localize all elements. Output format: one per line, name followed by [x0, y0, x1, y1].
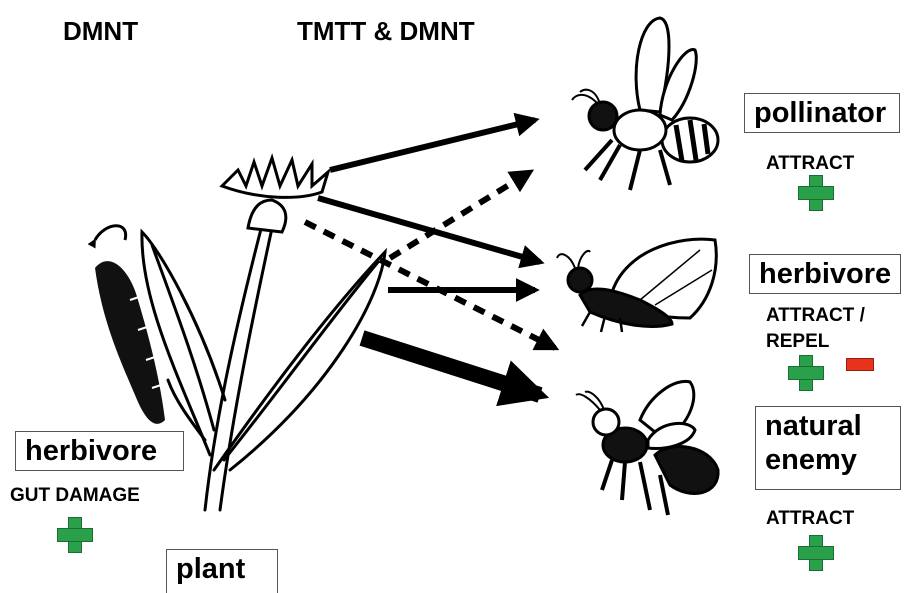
arrow-leaf-to-enemy: [362, 338, 540, 395]
effect-herbivore-right-1: ATTRACT /: [766, 304, 865, 328]
plus-icon-pollinator: [798, 175, 834, 211]
minus-icon-herbivore-right: [846, 358, 874, 371]
label-natural-enemy: natural enemy: [755, 406, 901, 490]
arrow-flower-to-pollinator: [330, 120, 535, 170]
label-natural-enemy-line2: enemy: [765, 443, 891, 477]
effect-pollinator: ATTRACT: [766, 152, 854, 176]
label-natural-enemy-line1: natural: [765, 409, 891, 443]
effect-herbivore-right-2: REPEL: [766, 330, 829, 354]
label-pollinator: pollinator: [744, 93, 900, 133]
arrow-leaf-to-pollinator-dashed: [390, 172, 530, 258]
arrow-flower-to-enemy-dashed: [305, 222, 555, 348]
right-leaf-vein: [224, 262, 378, 460]
arrow-flower-to-herbivore: [318, 198, 540, 262]
arrows: [305, 120, 555, 395]
header-dmnt: DMNT: [63, 16, 138, 47]
plus-icon-natural-enemy: [798, 535, 834, 571]
bee-drawing: [572, 18, 718, 190]
label-plant: plant: [166, 549, 278, 593]
header-tmtt-dmnt: TMTT & DMNT: [297, 16, 475, 47]
label-herbivore-right: herbivore: [749, 254, 901, 294]
effect-natural-enemy: ATTRACT: [766, 507, 854, 531]
plus-icon-herbivore-left: [57, 517, 93, 553]
moth-drawing: [557, 239, 716, 332]
wasp-drawing: [576, 381, 718, 515]
plus-icon-herbivore-right: [788, 355, 824, 391]
label-herbivore-left: herbivore: [15, 431, 184, 471]
flower-petals: [222, 158, 328, 197]
flower-receptacle: [248, 200, 286, 232]
effect-herbivore-left: GUT DAMAGE: [10, 484, 140, 508]
